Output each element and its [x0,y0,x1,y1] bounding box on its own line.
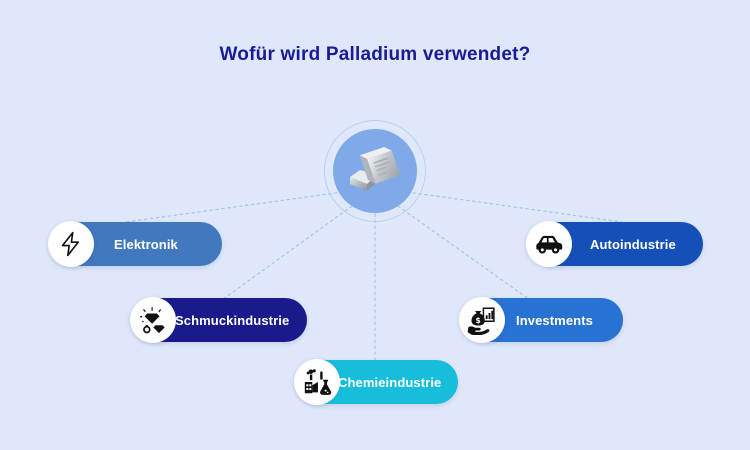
palladium-bars-icon [344,144,406,199]
connector-investments [397,205,531,301]
hub-circle [333,129,417,213]
page-title: Wofür wird Palladium verwendet? [219,44,531,65]
node-label-schmuckindustrie: Schmuckindustrie [175,312,290,328]
node-label-autoindustrie: Autoindustrie [590,236,676,252]
lightning-bolt-icon [48,221,94,267]
money-bag-hand-icon: $ [459,297,505,343]
factory-flask-icon [294,359,340,405]
connector-autoindustrie [406,191,623,223]
svg-text:$: $ [475,316,480,325]
diamond-jewelry-icon [130,297,176,343]
node-label-investments: Investments [516,312,593,328]
car-icon [526,221,572,267]
hub-outer-ring [324,120,426,222]
node-label-chemieindustrie: Chemieindustrie [338,374,442,390]
connector-elektronik [125,191,344,223]
connector-schmuckindustrie [221,205,353,301]
node-label-elektronik: Elektronik [114,236,178,252]
